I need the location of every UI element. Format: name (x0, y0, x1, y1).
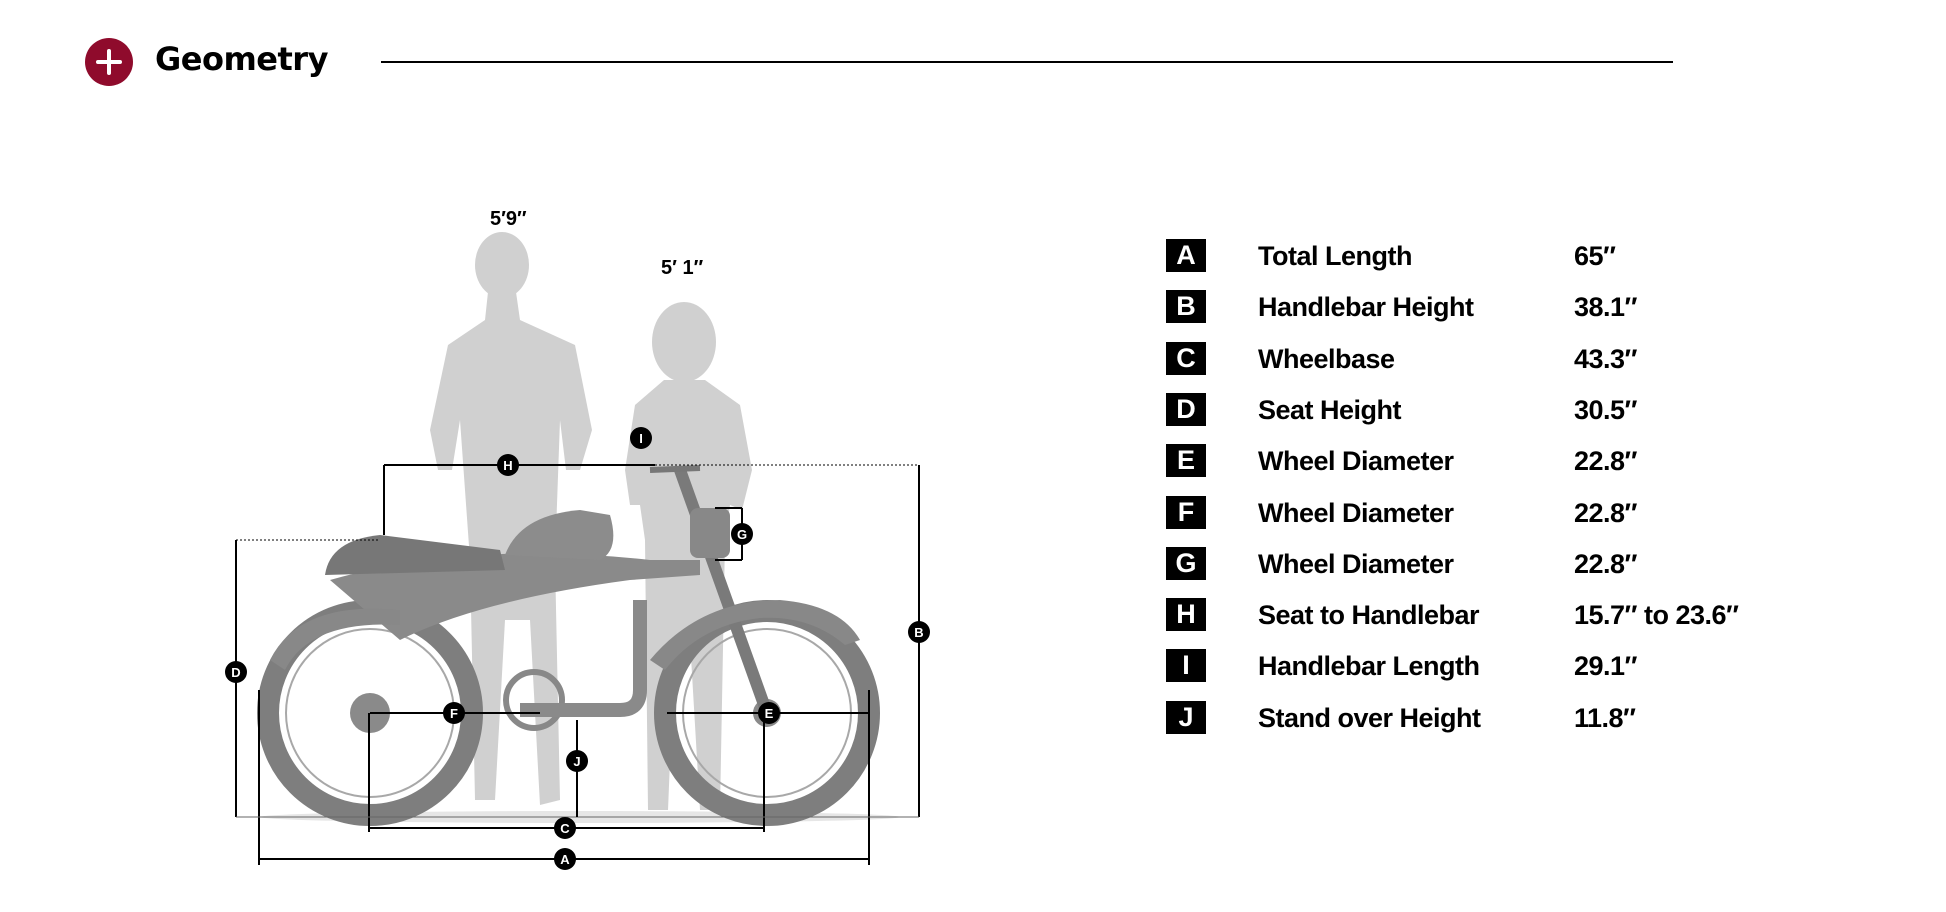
spec-row-e: E Wheel Diameter 22.8″ (1166, 444, 1786, 484)
dimension-marker-f: F (443, 702, 465, 724)
spec-value: 22.8″ (1574, 446, 1637, 477)
spec-letter-badge: A (1166, 239, 1206, 272)
spec-value: 29.1″ (1574, 651, 1637, 682)
spec-value: 65″ (1574, 241, 1616, 271)
spec-row-c: C Wheelbase 43.3″ (1166, 341, 1786, 382)
spec-row-g: G Wheel Diameter 22.8″ (1166, 546, 1786, 587)
spec-letter-badge: J (1166, 700, 1206, 734)
spec-letter-badge: C (1166, 341, 1206, 375)
spec-row-i: I Handlebar Length 29.1″ (1166, 649, 1786, 689)
spec-letter-badge: G (1166, 546, 1206, 580)
tall-rider-height: 5′9″ (490, 208, 527, 230)
spec-value: 11.8″ (1574, 702, 1636, 733)
dimension-marker-g: G (731, 523, 753, 545)
spec-label: Handlebar Height (1258, 292, 1474, 323)
dimension-marker-d: D (225, 661, 247, 683)
header-divider (381, 61, 1673, 63)
spec-letter-badge: H (1166, 598, 1206, 632)
spec-row-a: A Total Length 65″ (1166, 239, 1786, 279)
spec-label: Handlebar Length (1258, 651, 1480, 682)
marker-letter: C (560, 821, 570, 836)
spec-value: 30.5″ (1574, 394, 1637, 425)
spec-label: Wheel Diameter (1258, 548, 1454, 579)
spec-value: 22.8″ (1574, 497, 1637, 528)
spec-label: Seat to Handlebar (1258, 600, 1480, 631)
expand-plus-icon[interactable] (85, 38, 133, 86)
spec-value: 38.1″ (1574, 292, 1637, 323)
spec-row-b: B Handlebar Height 38.1″ (1166, 290, 1786, 330)
section-title: Geometry (155, 40, 328, 78)
spec-label: Stand over Height (1258, 702, 1481, 733)
spec-letter-badge: D (1166, 392, 1206, 426)
dimension-marker-h: H (497, 454, 519, 476)
spec-label: Wheel Diameter (1258, 446, 1454, 477)
marker-letter: A (560, 852, 570, 867)
dimension-marker-e: E (758, 702, 780, 724)
marker-letter: I (639, 431, 643, 446)
spec-letter-badge: I (1166, 649, 1206, 683)
spec-value: 15.7″ to 23.6″ (1574, 600, 1739, 631)
spec-row-d: D Seat Height 30.5″ (1166, 392, 1786, 433)
marker-letter: J (573, 754, 580, 769)
spec-label: Wheel Diameter (1258, 497, 1454, 528)
spec-row-f: F Wheel Diameter 22.8″ (1166, 495, 1786, 536)
dimension-marker-i: I (630, 427, 652, 449)
spec-label: Total Length (1258, 241, 1412, 271)
spec-label: Seat Height (1258, 394, 1402, 425)
marker-letter: B (914, 625, 923, 640)
marker-letter: H (503, 458, 512, 473)
spec-letter-badge: E (1166, 444, 1206, 478)
dimension-marker-j: J (566, 750, 588, 772)
dimension-marker-b: B (908, 621, 930, 643)
dimension-marker-a: A (554, 848, 576, 870)
short-rider-height: 5′ 1″ (661, 257, 704, 279)
marker-letter: F (450, 706, 458, 721)
dimension-marker-c: C (554, 817, 576, 839)
marker-letter: E (765, 706, 774, 721)
spec-label: Wheelbase (1258, 343, 1395, 374)
marker-letter: G (737, 527, 747, 542)
marker-letter: D (231, 665, 240, 680)
spec-value: 22.8″ (1574, 548, 1637, 579)
spec-row-h: H Seat to Handlebar 15.7″ to 23.6″ (1166, 598, 1786, 638)
spec-letter-badge: F (1166, 495, 1206, 529)
spec-letter-badge: B (1166, 290, 1206, 324)
spec-value: 43.3″ (1574, 343, 1637, 374)
spec-row-j: J Stand over Height 11.8″ (1166, 700, 1786, 741)
